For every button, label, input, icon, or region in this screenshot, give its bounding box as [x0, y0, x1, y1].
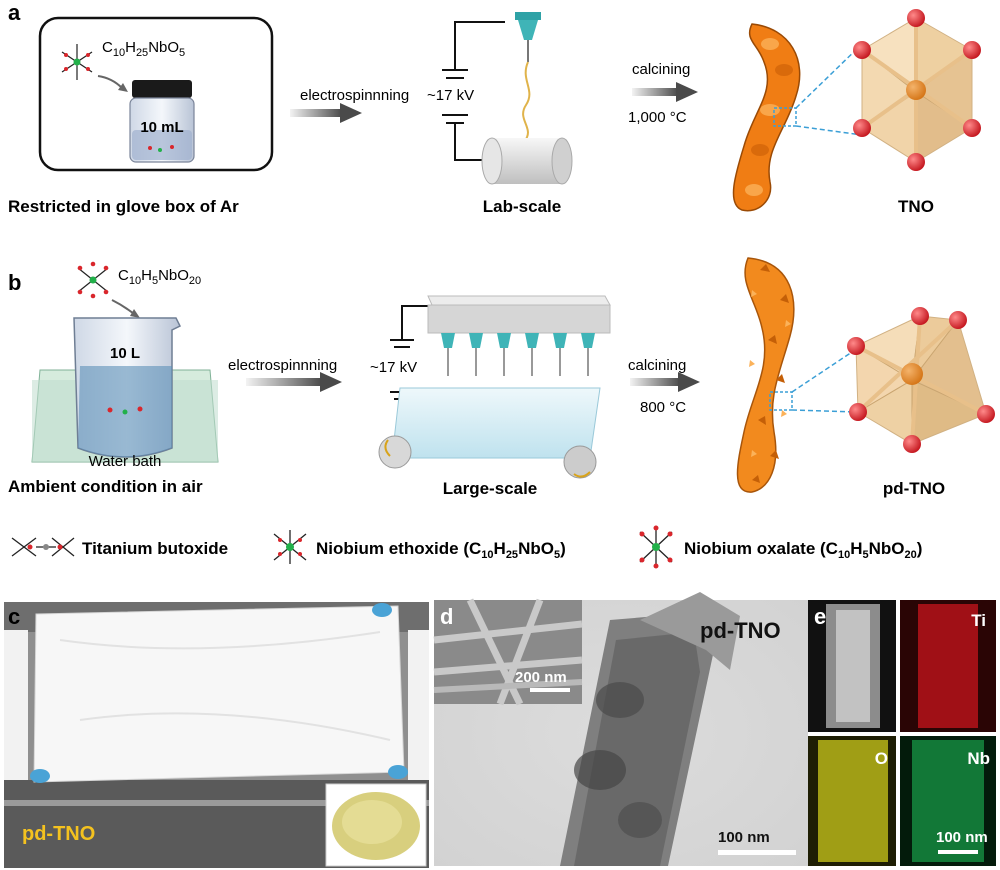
- pd-tno-fiber: [736, 257, 795, 493]
- glovebox-caption: Restricted in glove box of Ar: [8, 197, 239, 216]
- process-calcining-a: calcining: [632, 61, 690, 78]
- needle: [469, 333, 483, 376]
- ethoxide-molecule-icon: [61, 44, 93, 80]
- process-calcining-b: calcining: [628, 357, 686, 374]
- legend-niobium-ethoxide-icon: [273, 530, 307, 564]
- temperature-b: 800 °C: [640, 399, 686, 416]
- legend-titanium-butoxide-icon: [11, 537, 75, 557]
- panel-a-label: a: [8, 0, 21, 25]
- ambient-caption: Ambient condition in air: [8, 477, 203, 496]
- jet-fiber: [522, 61, 531, 143]
- needle-nozzle: [515, 12, 541, 62]
- panel-d-tem: [434, 592, 808, 866]
- panel-e-label: e: [814, 604, 826, 629]
- legend-niobium-ethoxide: Niobium ethoxide (C10H25NbO5): [316, 539, 566, 561]
- map-haadf: [808, 600, 896, 732]
- product-pd-tno: pd-TNO: [883, 479, 945, 498]
- collector-drum: [481, 137, 573, 185]
- lab-scale-caption: Lab-scale: [483, 197, 561, 216]
- panel-d-label: d: [440, 604, 453, 629]
- map-label-nb: Nb: [967, 749, 990, 768]
- map-label-o: O: [875, 749, 888, 768]
- distorted-polyhedron-pd-tno: [847, 307, 995, 453]
- needle: [525, 333, 539, 376]
- voltage-b: ~17 kV: [370, 359, 417, 376]
- tem-scale-bar: [718, 850, 796, 855]
- map-ti: [900, 600, 996, 732]
- needle: [497, 333, 511, 376]
- needle-array: [441, 333, 595, 376]
- lab-scale-circuit: [442, 21, 505, 161]
- arrow-electrospinning-b: [246, 372, 342, 392]
- vial-volume: 10 mL: [140, 119, 183, 136]
- process-electrospinning-b: electrospinnning: [228, 357, 337, 374]
- needle: [441, 333, 455, 376]
- map-scale-label: 100 nm: [936, 829, 988, 846]
- vial: [129, 80, 195, 163]
- arrow-calcining-a: [632, 82, 698, 102]
- precursor-formula-b: C10H5NbO20: [118, 267, 201, 287]
- panel-d-sem-inset: [433, 598, 583, 706]
- inset-scale-bar: [530, 688, 570, 692]
- multi-needle-head: [427, 295, 611, 334]
- product-tno: TNO: [898, 197, 934, 216]
- legend-titanium-butoxide: Titanium butoxide: [82, 539, 228, 558]
- zoom-box-a: [773, 107, 797, 127]
- large-scale-caption: Large-scale: [443, 479, 538, 498]
- beaker-volume: 10 L: [110, 345, 140, 362]
- map-o: [808, 736, 896, 866]
- map-label-ti: Ti: [971, 611, 986, 630]
- beaker: [73, 317, 182, 458]
- legend-niobium-oxalate: Niobium oxalate (C10H5NbO20): [684, 539, 922, 561]
- tem-scale-label: 100 nm: [718, 829, 770, 846]
- legend-niobium-oxalate-icon: [639, 525, 673, 569]
- panel-c-photo: [4, 602, 429, 868]
- oxalate-molecule-icon-b: [77, 261, 109, 299]
- conveyor-belt: [378, 387, 601, 479]
- temperature-a: 1,000 °C: [628, 109, 687, 126]
- panel-d-title: pd-TNO: [700, 618, 781, 643]
- map-nb: [900, 736, 996, 866]
- panel-c-pd-tno: pd-TNO: [22, 823, 95, 845]
- needle: [581, 333, 595, 376]
- pour-arrow: [97, 75, 123, 89]
- water-bath-label: Water bath: [89, 453, 162, 470]
- panel-c-label: c: [8, 604, 20, 629]
- zoom-box-b: [769, 391, 793, 411]
- tno-fiber: [732, 23, 801, 212]
- needle: [553, 333, 567, 376]
- inset-scale-label: 200 nm: [515, 669, 567, 686]
- arrow-electrospinning-a: [290, 103, 362, 123]
- panel-b-label: b: [8, 270, 21, 295]
- voltage-a: ~17 kV: [427, 87, 474, 104]
- map-scale-bar: [938, 850, 978, 854]
- arrow-calcining-b: [630, 372, 700, 392]
- octahedron-tno: [853, 9, 981, 171]
- process-electrospinning-a: electrospinnning: [300, 87, 409, 104]
